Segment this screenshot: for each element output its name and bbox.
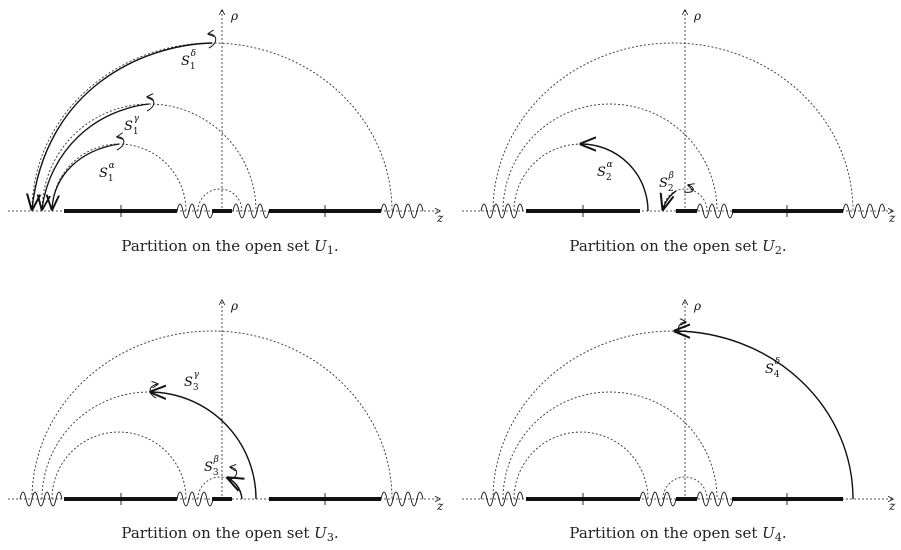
label-s1-gamma: S1γ [124,114,140,137]
vertical-axis-label: ρ [693,299,701,313]
wavy-region [696,491,734,507]
solid-arc-alpha [581,144,649,212]
orientation-arrow [149,384,158,399]
dotted-arc [662,476,708,500]
panel-2: ρ z S2α S2β [462,9,896,225]
solid-arc-gamma [151,392,257,500]
dotted-arc [492,42,854,212]
caption-end: . [781,524,787,542]
label-s1-delta: S1δ [181,49,196,72]
caption-subscript: 4 [774,531,782,544]
dotted-arc [492,330,674,500]
caption-panel-1: Partition on the open set U1. [10,237,450,257]
solid-arc-beta [663,190,677,209]
dotted-arc [197,476,243,500]
solid-arc-gamma [42,103,150,209]
wavy-region [176,203,214,219]
caption-text: Partition on the open set [121,237,315,255]
horizontal-axis-label: z [888,211,896,225]
caption-panel-3: Partition on the open set U3. [10,524,450,544]
solid-arc-alpha [52,143,120,209]
wavy-region [176,491,214,507]
orientation-arrow [683,185,693,193]
panel-3: ρ z S3γ S3β [8,299,444,513]
dotted-arc [41,103,257,212]
dotted-arc [513,143,649,212]
wavy-region [639,491,677,507]
caption-symbol: U [314,237,327,255]
caption-end: . [781,237,787,255]
solid-arc-delta [675,331,854,500]
caption-panel-4: Partition on the open set U4. [458,524,898,544]
wavy-region [19,491,63,507]
dotted-arc [41,391,257,500]
wavy-region [480,491,524,507]
dotted-arc [513,431,649,500]
orientation-arrow [208,34,217,49]
caption-symbol: U [314,524,327,542]
vertical-axis-label: ρ [230,9,238,23]
horizontal-axis-label: z [436,499,444,513]
caption-end: . [333,524,339,542]
dotted-arc [51,431,187,500]
caption-symbol: U [762,237,775,255]
dotted-arc [502,103,718,212]
caption-text: Partition on the open set [569,237,763,255]
label-s3-beta: S3β [204,455,219,478]
wavy-region [696,203,734,219]
label-s3-gamma: S3γ [184,370,200,393]
label-s2-alpha: S2α [597,160,613,183]
panel-1: ρ z S1δ S1γ S1α [8,9,444,225]
dotted-arc [31,42,393,212]
dotted-arc [197,188,243,212]
label-s1-alpha: S1α [99,161,115,184]
caption-end: . [333,237,339,255]
caption-text: Partition on the open set [569,524,763,542]
wavy-region [232,203,270,219]
caption-subscript: 3 [326,531,334,544]
wavy-region [842,203,886,219]
caption-symbol: U [762,524,775,542]
vertical-axis-label: ρ [230,299,238,313]
wavy-region [380,203,424,219]
solid-arc-beta [228,478,242,500]
caption-text: Partition on the open set [121,524,315,542]
dotted-arc [51,143,187,212]
caption-subscript: 1 [326,244,334,257]
caption-subscript: 2 [774,244,782,257]
horizontal-axis-label: z [888,499,896,513]
orientation-arrow [678,322,686,337]
label-s4-delta: S4δ [765,357,780,380]
orientation-arrow [117,137,125,151]
orientation-arrow [228,467,238,481]
orientation-arrow [147,97,155,112]
solid-arc-delta [32,42,213,209]
dotted-arc [31,330,393,500]
dotted-arc [502,391,718,500]
caption-panel-2: Partition on the open set U2. [458,237,898,257]
wavy-region [480,203,524,219]
horizontal-axis-label: z [436,211,444,225]
wavy-region [380,491,424,507]
panel-4: ρ z S4δ [462,299,896,513]
vertical-axis-label: ρ [693,9,701,23]
label-s2-beta: S2β [659,171,674,194]
